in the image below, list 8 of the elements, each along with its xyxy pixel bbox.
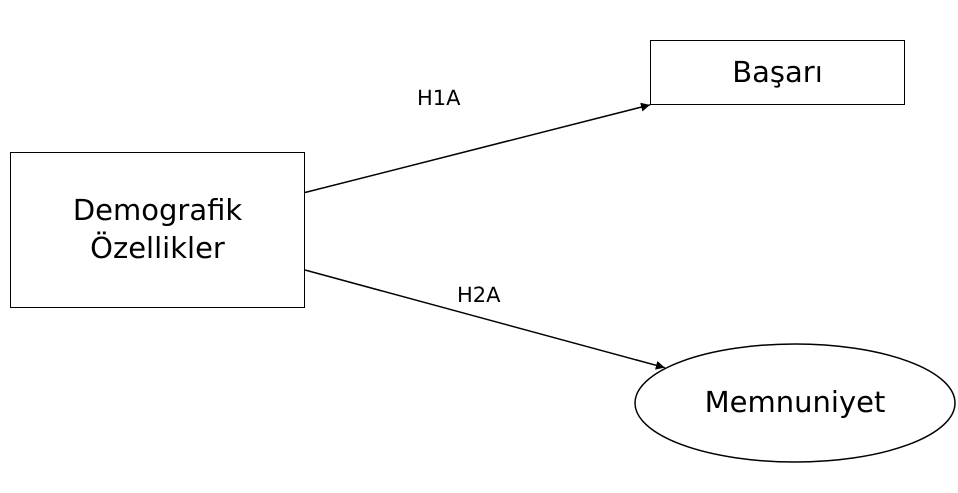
process-box <box>10 152 305 308</box>
arrow <box>304 102 650 194</box>
ellipse-node <box>634 343 956 463</box>
node-text: Demografik Özellikler <box>72 192 244 267</box>
arrow <box>304 269 666 370</box>
node-text: Başarı <box>732 54 823 91</box>
node-text: Memnuniyet <box>704 384 886 422</box>
process-box <box>650 40 905 105</box>
